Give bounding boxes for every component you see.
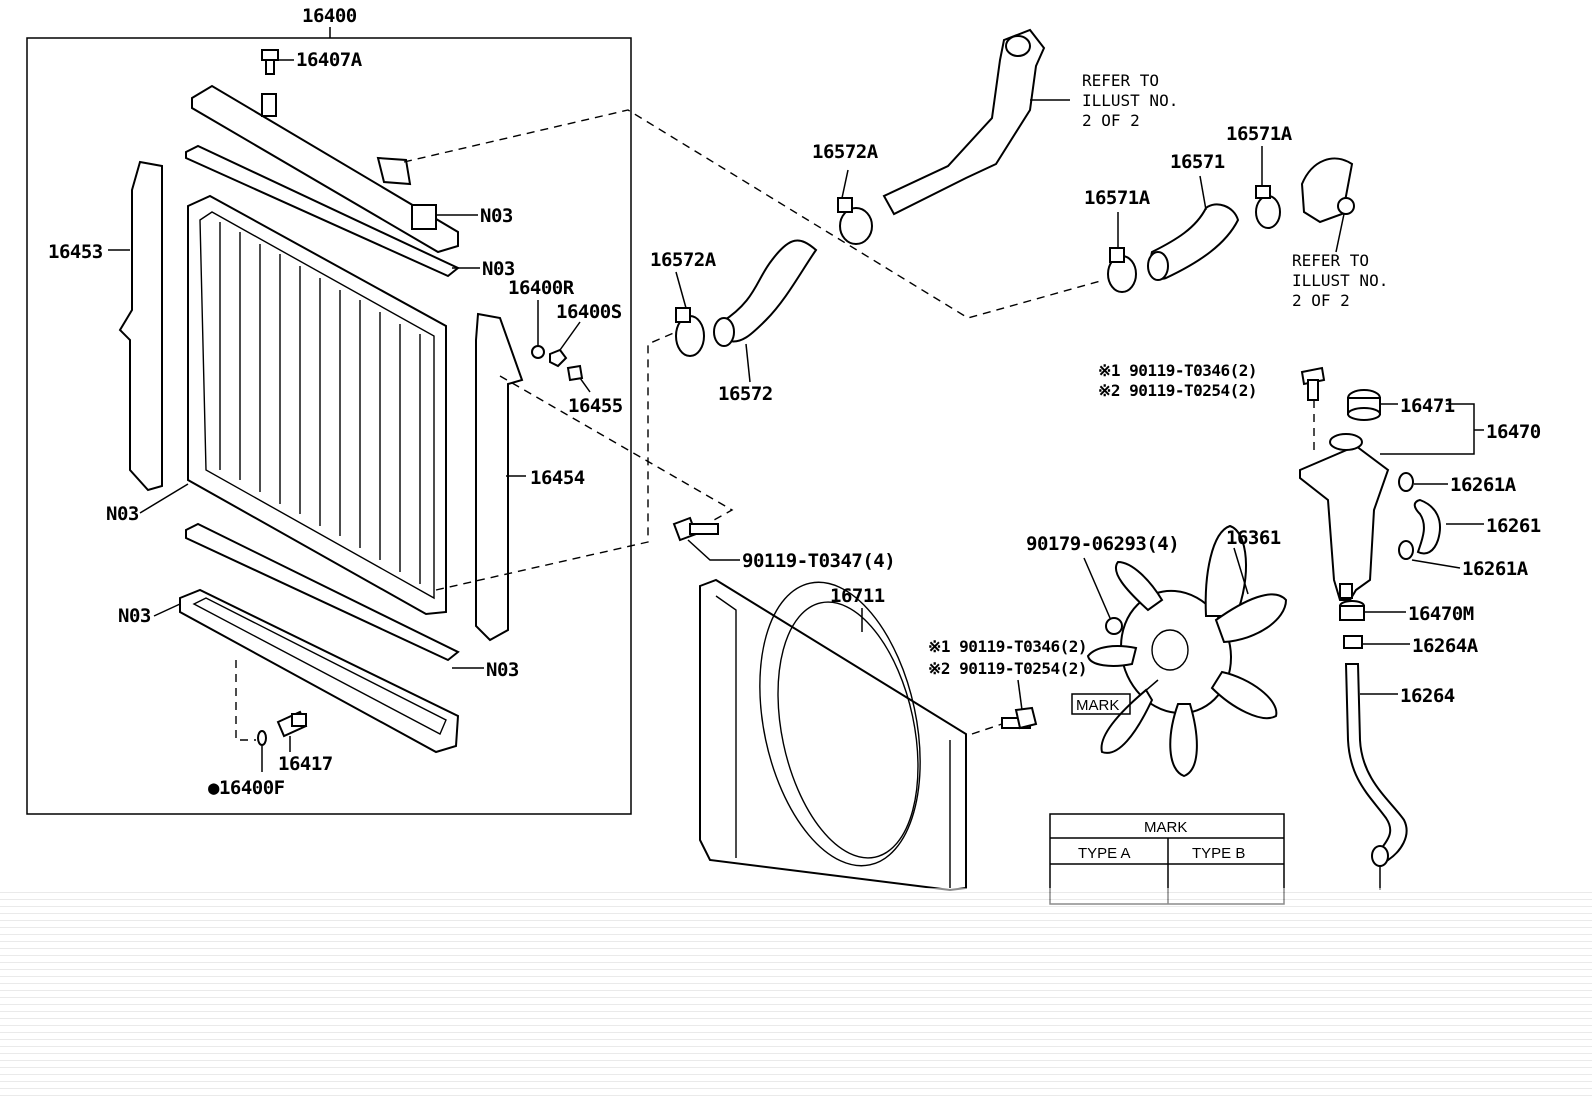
clamp-16572a-lower[interactable] [675, 307, 705, 357]
label-16572[interactable]: 16572 [718, 383, 773, 405]
radiator-assembly-frame [26, 37, 632, 815]
label-n03-c[interactable]: N03 [106, 503, 139, 525]
label-16264[interactable]: 16264 [1400, 685, 1455, 707]
clamp-16571a-left[interactable] [1107, 247, 1137, 293]
label-16400f[interactable]: ●16400F [208, 777, 285, 799]
clip-16264a[interactable] [1343, 635, 1363, 649]
bolt-16455[interactable] [566, 364, 584, 382]
label-16361[interactable]: 16361 [1226, 527, 1281, 549]
reserve-tank-16470[interactable] [1299, 433, 1390, 601]
connection-dash-upper [403, 109, 1105, 319]
label-16711[interactable]: 16711 [830, 585, 885, 607]
connection-dash-bolt [499, 375, 734, 521]
label-90119-t0347[interactable]: 90119-T0347(4) [742, 550, 896, 572]
label-16261[interactable]: 16261 [1486, 515, 1541, 537]
fan-blade-16361[interactable] [1086, 524, 1288, 778]
note-bolt-mid-2: ※2 90119-T0254(2) [928, 659, 1087, 678]
note-refer2-line1: REFER TO [1292, 251, 1369, 270]
label-16261a-lower[interactable]: 16261A [1462, 558, 1529, 580]
label-16470[interactable]: 16470 [1486, 421, 1541, 443]
label-16261a-upper[interactable]: 16261A [1450, 474, 1517, 496]
label-n03-d[interactable]: N03 [486, 659, 519, 681]
label-16471[interactable]: 16471 [1400, 395, 1455, 417]
grommet-16470m[interactable] [1339, 600, 1365, 621]
note-refer2-line2: ILLUST NO. [1292, 271, 1388, 290]
label-16417[interactable]: 16417 [278, 753, 333, 775]
label-n03-e[interactable]: N03 [118, 605, 151, 627]
label-16407a[interactable]: 16407A [296, 49, 363, 71]
clamp-16264-end[interactable] [1371, 845, 1389, 867]
label-16470m[interactable]: 16470M [1408, 603, 1474, 625]
clamp-16261a-lower[interactable] [1398, 540, 1414, 560]
mark-table-type-a: TYPE A [1078, 845, 1131, 862]
cap-16471[interactable] [1347, 389, 1381, 421]
nut-16400s[interactable] [549, 348, 568, 368]
cap-16407a-part[interactable] [261, 49, 279, 75]
fan-shroud-16711[interactable] [699, 567, 967, 892]
bolt-shroud[interactable] [1001, 706, 1038, 730]
nut-16400r[interactable] [531, 345, 545, 359]
overflow-hose-16261[interactable] [1413, 498, 1441, 555]
label-16454[interactable]: 16454 [530, 467, 585, 489]
hose-16571[interactable] [1147, 203, 1240, 281]
mark-tag-label: MARK [1076, 697, 1119, 714]
side-support-16454[interactable] [475, 312, 524, 642]
note-refer1-line1: REFER TO [1082, 71, 1159, 90]
connection-dash-lower [435, 331, 677, 591]
note-bolt-mid-1: ※1 90119-T0346(2) [928, 637, 1087, 656]
label-16453[interactable]: 16453 [48, 241, 103, 263]
label-n03-b[interactable]: N03 [482, 258, 515, 280]
label-90179-06293[interactable]: 90179-06293(4) [1026, 533, 1180, 555]
oring-16400f[interactable] [257, 730, 267, 746]
note-refer2-line3: 2 OF 2 [1292, 291, 1350, 310]
scan-noise-band [0, 888, 1592, 1099]
bolt-90119-t0347[interactable] [672, 516, 719, 542]
upper-pipe-inlet[interactable] [882, 28, 1046, 216]
label-16455[interactable]: 16455 [568, 395, 623, 417]
label-n03-a[interactable]: N03 [480, 205, 513, 227]
drain-plug-16417[interactable] [276, 710, 308, 738]
radiator-upper-tank[interactable] [191, 84, 459, 254]
label-16571a-left[interactable]: 16571A [1084, 187, 1151, 209]
note-bolt-top-1: ※1 90119-T0346(2) [1098, 361, 1257, 380]
side-support-16453[interactable] [118, 160, 163, 492]
upper-gasket[interactable] [185, 144, 460, 278]
note-refer1-line3: 2 OF 2 [1082, 111, 1140, 130]
label-16572a-lower[interactable]: 16572A [650, 249, 717, 271]
note-refer1-line2: ILLUST NO. [1082, 91, 1178, 110]
label-16400[interactable]: 16400 [302, 5, 357, 27]
bolt-reserve-tank[interactable] [1300, 366, 1326, 401]
label-16400s[interactable]: 16400S [556, 301, 622, 323]
label-16400r[interactable]: 16400R [508, 277, 575, 299]
clamp-16571a-right[interactable] [1255, 185, 1281, 229]
radiator-core[interactable] [187, 194, 447, 616]
label-16572a-upper[interactable]: 16572A [812, 141, 879, 163]
radiator-lower-tank[interactable] [179, 588, 460, 754]
label-16264a[interactable]: 16264A [1412, 635, 1479, 657]
clamp-16572a-upper[interactable] [837, 197, 873, 245]
clamp-16261a-upper[interactable] [1398, 472, 1414, 492]
note-bolt-top-2: ※2 90119-T0254(2) [1098, 381, 1257, 400]
nut-90179[interactable] [1105, 617, 1123, 635]
label-16571[interactable]: 16571 [1170, 151, 1225, 173]
mark-table-type-b: TYPE B [1192, 845, 1245, 862]
upper-hose-16572[interactable] [713, 239, 818, 347]
label-16571a-right[interactable]: 16571A [1226, 123, 1293, 145]
lower-gasket[interactable] [185, 522, 460, 662]
water-outlet-housing[interactable] [1300, 157, 1355, 224]
mark-table-title: MARK [1144, 819, 1187, 836]
